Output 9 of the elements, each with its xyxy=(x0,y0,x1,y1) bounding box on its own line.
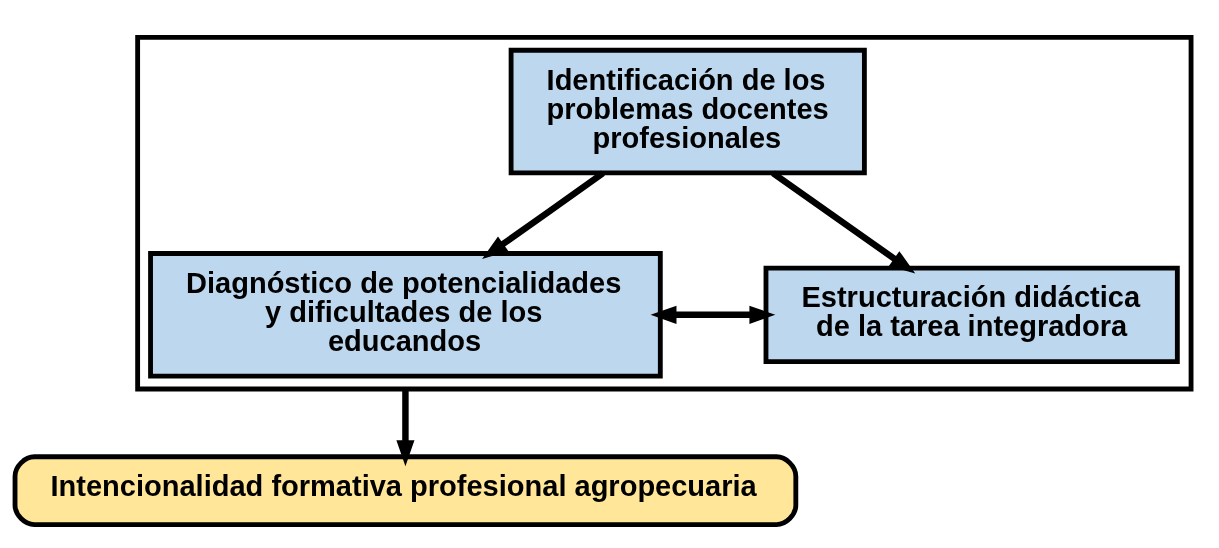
arrow xyxy=(482,170,605,259)
node-box: Intencionalidad formativa profesional agropecuaria xyxy=(12,453,799,527)
node-box: Identificación de los problemas docentes profesionales xyxy=(508,47,867,175)
node-box: Diagnóstico de potencialidades y dificultades de los educandos xyxy=(148,250,663,379)
cluster xyxy=(135,34,1194,391)
arrow xyxy=(396,388,415,466)
arrow xyxy=(650,305,776,324)
node-box: Estructuración didáctica de la tarea integradora xyxy=(763,265,1180,364)
arrow xyxy=(771,170,916,273)
